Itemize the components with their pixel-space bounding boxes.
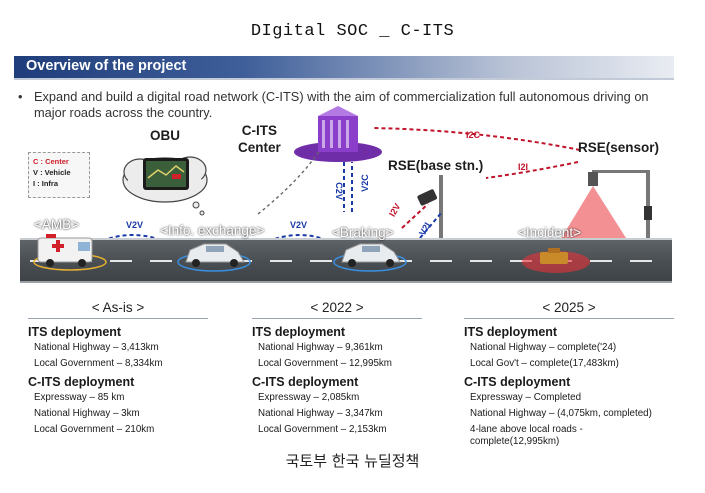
event-amb: <AMB> (34, 217, 80, 232)
legend-center: C : Center (33, 157, 69, 166)
footer-caption: 국토부 한국 뉴딜정책 (285, 452, 420, 470)
bullet-marker: • (18, 89, 23, 104)
link-v2v-1: V2V (126, 220, 144, 230)
column-divider (464, 318, 674, 319)
legend-box: C : Center V : Vehicle I : Infra (28, 152, 90, 198)
cits-title: C-ITS deployment (252, 375, 359, 389)
cits-item: Expressway – 85 km (34, 392, 125, 403)
column-divider (252, 318, 422, 319)
section-underline (14, 78, 674, 80)
cits-item: Expressway – Completed (470, 392, 582, 403)
rse-base-pole-icon (417, 175, 443, 241)
road-bottom-edge (20, 281, 672, 283)
i2v-arrow (401, 203, 429, 229)
its-item: National Highway – 9,361km (258, 342, 383, 353)
cits-item: National Highway – (4,075km, completed) (470, 408, 652, 419)
cits-title: C-ITS deployment (464, 375, 571, 389)
rse-base-label: RSE(base stn.) (388, 158, 484, 173)
i2c-arrow (371, 127, 581, 151)
its-title: ITS deployment (28, 325, 122, 339)
column-2025: < 2025 > ITS deployment National Highway… (464, 300, 674, 448)
cits-item: Expressway – 2,085km (258, 392, 360, 403)
section-header-bar: Overview of the project (14, 56, 674, 78)
document-title: DIgital SOC _ C-ITS (250, 22, 455, 41)
link-i2i: I2I (518, 162, 529, 172)
its-item: Local Government – 12,995km (258, 358, 392, 369)
cits-item: National Highway – 3km (34, 408, 140, 419)
its-title: ITS deployment (464, 325, 558, 339)
column-head: < As-is > (91, 300, 145, 315)
i2i-arrow (485, 161, 579, 179)
cits-item: Local Government – 210km (34, 424, 155, 435)
car-info-exchange-icon (177, 243, 251, 272)
incident-icon (522, 248, 590, 273)
road-top-edge (20, 238, 672, 241)
v2i-arrow (419, 211, 443, 239)
its-item: Local Government – 8,334km (34, 358, 163, 369)
obu-center-arrow (257, 149, 321, 215)
link-v2v-2: V2V (290, 220, 308, 230)
its-item: National Highway – complete('24) (470, 342, 617, 353)
its-item: Local Gov't – complete(17,483km) (470, 358, 619, 369)
column-head: < 2022 > (310, 300, 364, 315)
cits-item: National Highway – 3,347km (258, 408, 383, 419)
rse-sensor-label: RSE(sensor) (578, 140, 660, 155)
legend-infra: I : Infra (33, 179, 59, 188)
its-title: ITS deployment (252, 325, 346, 339)
ambulance-icon (33, 234, 107, 271)
project-description: • Expand and build a digital road networ… (18, 89, 678, 121)
cits-center-label: C-ITS Center (238, 123, 281, 155)
link-i2c: I2C (466, 130, 481, 140)
cits-item: Local Government – 2,153km (258, 424, 387, 435)
column-head: < 2025 > (542, 300, 596, 315)
cits-center-building-icon (294, 106, 382, 162)
column-divider (28, 318, 208, 319)
event-braking: <Braking> (332, 225, 394, 240)
obu-device-icon (143, 158, 189, 190)
car-braking-icon (333, 243, 407, 272)
link-v2c: V2C (359, 174, 370, 192)
cits-title: C-ITS deployment (28, 375, 135, 389)
legend-vehicle: V : Vehicle (33, 168, 71, 177)
event-info-exchange: <Info. exchange> (160, 223, 265, 238)
its-item: National Highway – 3,413km (34, 342, 159, 353)
section-header-label: Overview of the project (26, 58, 187, 74)
column-as-is: < As-is > ITS deployment National Highwa… (28, 300, 208, 438)
obu-label: OBU (150, 128, 180, 143)
event-incident: <Incident> (518, 225, 582, 240)
cits-item: 4-lane above local roads - complete(12,9… (470, 424, 583, 447)
link-c2v: C2V (333, 182, 344, 200)
project-description-text: Expand and build a digital road network … (34, 89, 649, 120)
column-2022: < 2022 > ITS deployment National Highway… (252, 300, 422, 438)
